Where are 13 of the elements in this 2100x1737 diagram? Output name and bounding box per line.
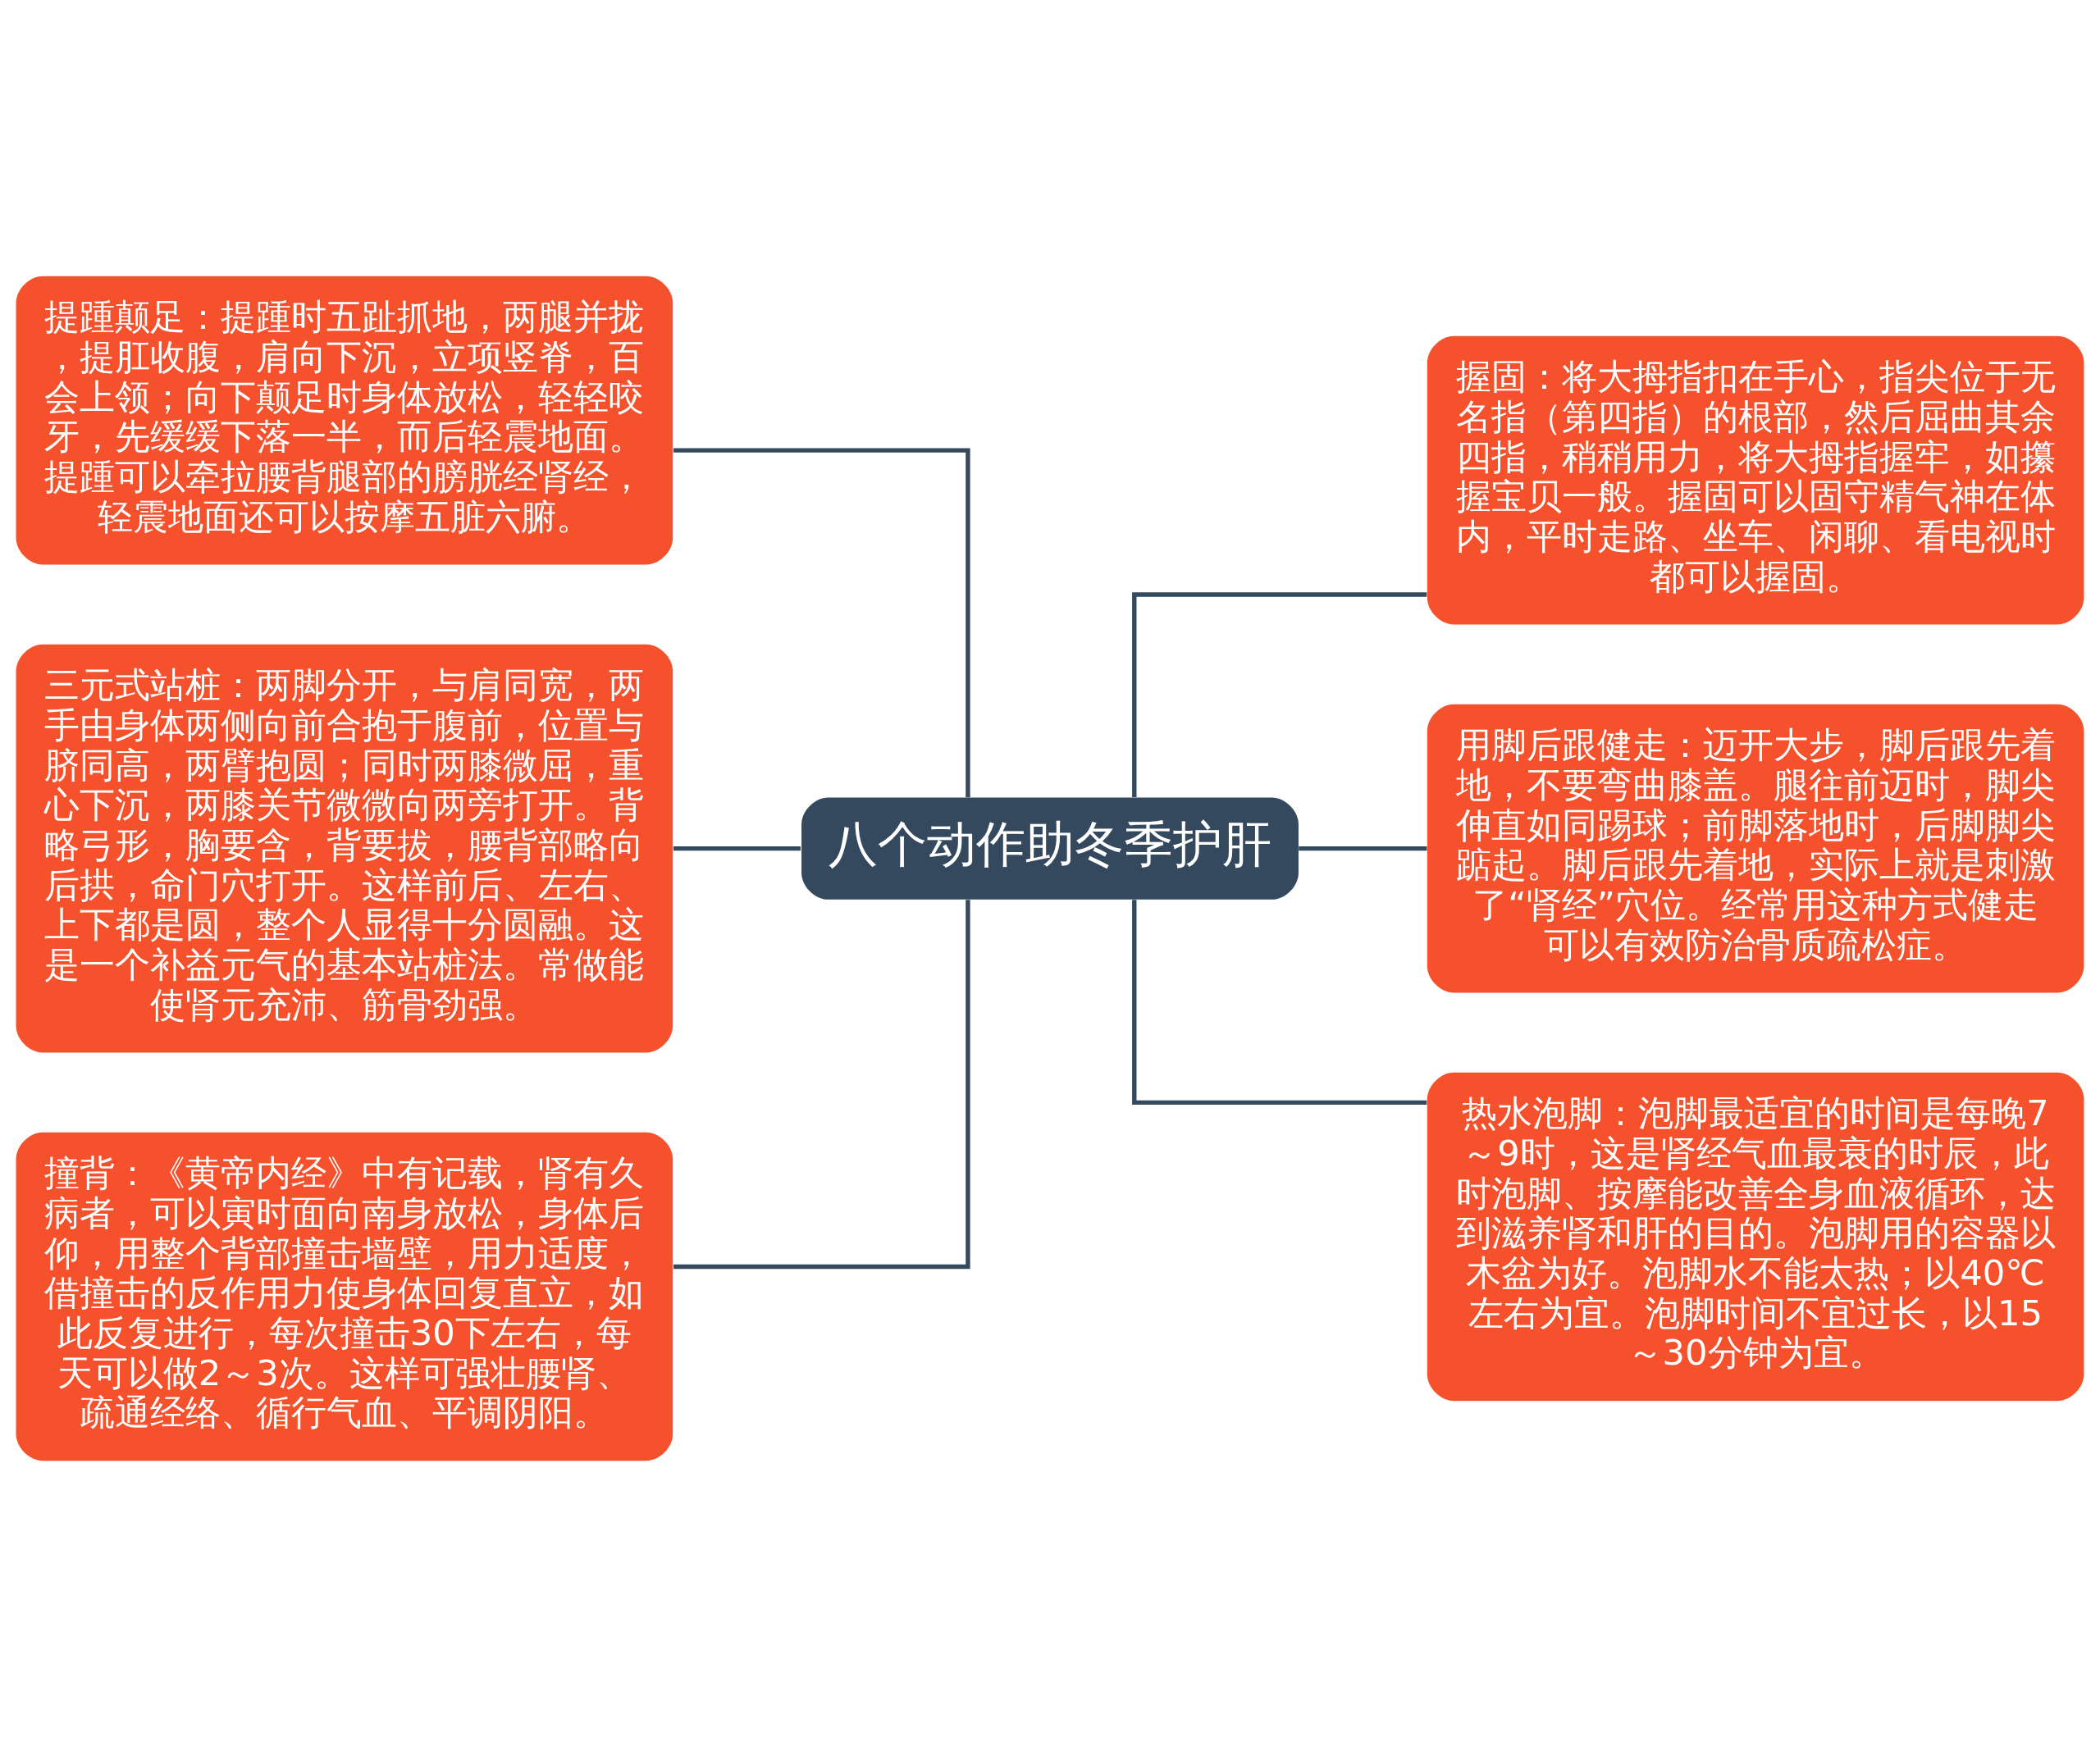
connector [1132,592,1427,797]
node-box: 用脚后跟健走：迈开大步，脚后跟先着地，不要弯曲膝盖。腿往前迈时，脚尖伸直如同踢球；前脚落地时，后脚脚尖踮起。脚后跟先着地，实际上就是刺激了“肾经”穴位。经常用这种方式健走可以有效防治骨质疏松症。 [1427,704,2084,993]
connector [1299,846,1427,851]
node-box: 提踵颠足：提踵时五趾抓地，两腿并拢，提肛收腹，肩向下沉，立项竖脊，百会上领；向下颠足时身体放松，轻轻咬牙，先缓缓下落一半，而后轻震地面。提踵可以牵拉腰背腿部的膀胱经肾经，轻震地面还可以按摩五脏六腑。 [16,276,673,565]
connector [673,448,970,798]
connector [673,900,970,1270]
node-box: 热水泡脚：泡脚最适宜的时间是每晚7～9时，这是肾经气血最衰的时辰，此时泡脚、按摩能改善全身血液循环，达到滋养肾和肝的目的。泡脚用的容器以木盆为好。泡脚水不能太热；以40℃左右为宜。泡脚时间不宜过长，以15～30分钟为宜。 [1427,1072,2084,1402]
node-box: 三元式站桩：两脚分开，与肩同宽，两手由身体两侧向前合抱于腹前，位置与脐同高，两臂抱圆；同时两膝微屈，重心下沉，两膝关节微微向两旁打开。背略弓形，胸要含，背要拔，腰背部略向后拱，命门穴打开。这样前后、左右、上下都是圆，整个人显得十分圆融。这是一个补益元气的基本站桩法。常做能使肾元充沛、筋骨劲强。 [16,644,673,1053]
node-box: 撞背：《黄帝内经》中有记载，肾有久病者，可以寅时面向南身放松，身体后仰，用整个背部撞击墙壁，用力适度，借撞击的反作用力使身体回复直立，如此反复进行，每次撞击30下左右，每天可以做2～3次。这样可强壮腰肾、疏通经络、循行气血、平调阴阳。 [16,1132,673,1461]
connector [1132,900,1427,1106]
connector [673,846,801,851]
node-box: 八个动作助冬季护肝 [801,797,1299,900]
node-box: 握固：将大拇指扣在手心，指尖位于无名指（第四指）的根部，然后屈曲其余四指，稍稍用力，将大拇指握牢，如攥握宝贝一般。握固可以固守精气神在体内，平时走路、坐车、闲聊、看电视时都可以握固。 [1427,335,2084,625]
